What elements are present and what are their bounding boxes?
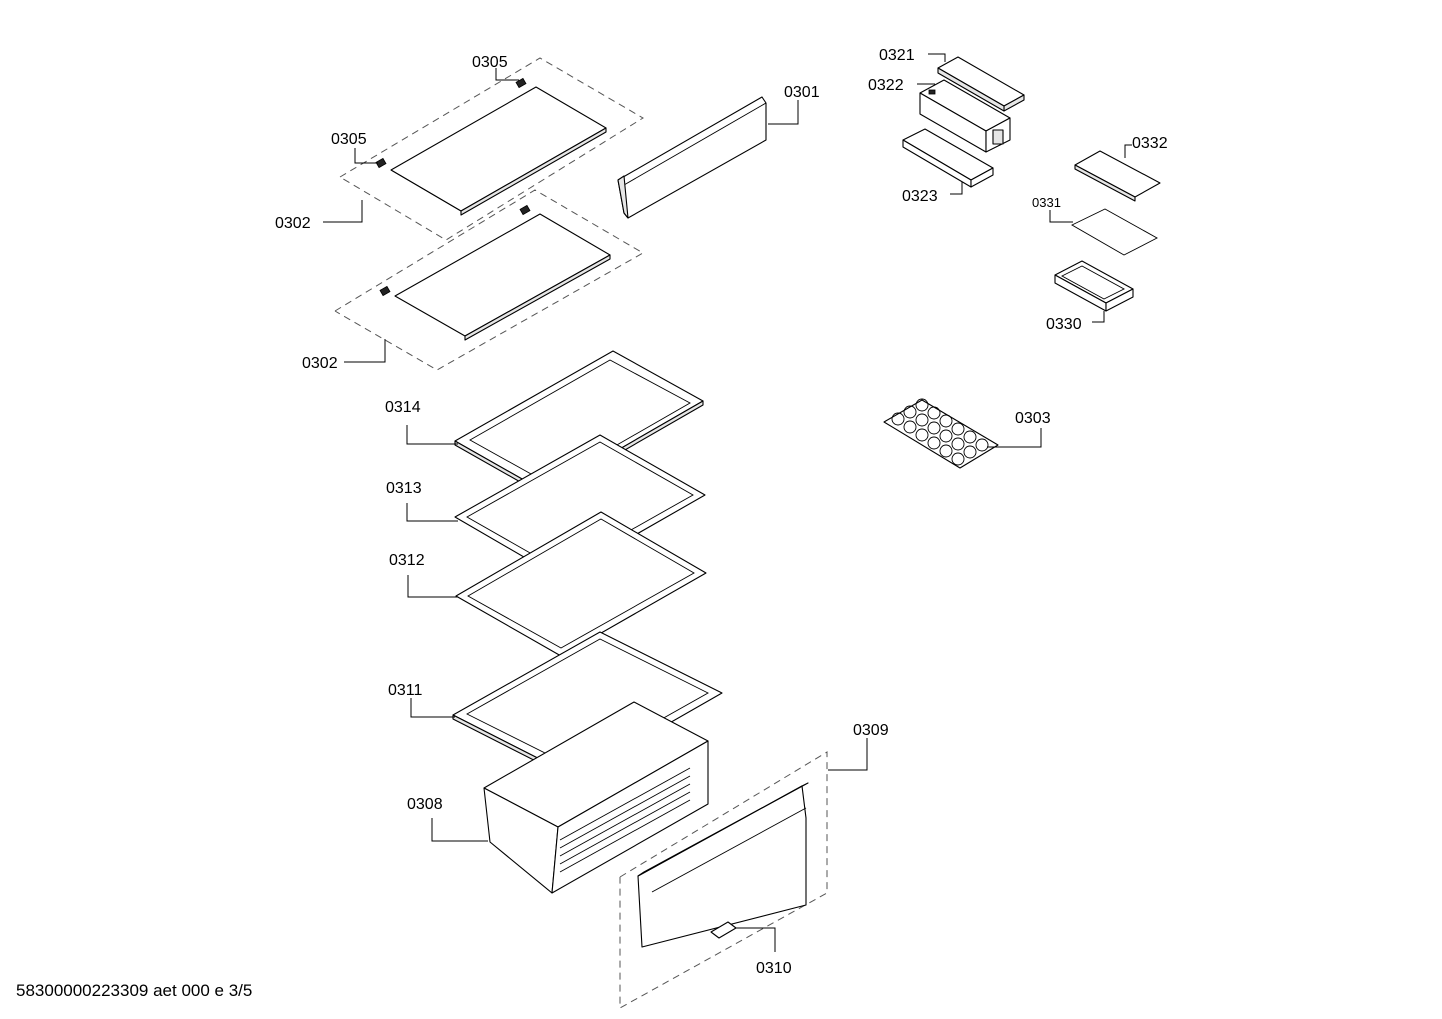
label-0323: 0323 bbox=[902, 188, 938, 205]
label-0302-lower: 0302 bbox=[302, 355, 338, 372]
shelf-frame-0312 bbox=[455, 511, 707, 657]
label-0332: 0332 bbox=[1132, 135, 1168, 152]
part-labels: 0305 0305 0302 0302 0301 0321 0322 0323 … bbox=[275, 47, 1168, 977]
label-0312: 0312 bbox=[389, 552, 425, 569]
glass-shelf-lower bbox=[334, 189, 645, 371]
label-0313: 0313 bbox=[386, 480, 422, 497]
label-0305-left: 0305 bbox=[331, 131, 367, 148]
label-0314: 0314 bbox=[385, 399, 421, 416]
label-0330: 0330 bbox=[1046, 316, 1082, 333]
label-0303: 0303 bbox=[1015, 410, 1051, 427]
shelf-front-trim bbox=[617, 96, 767, 219]
document-footer-code: 58300000223309 aet 000 e 3/5 bbox=[16, 981, 253, 1000]
label-0301: 0301 bbox=[784, 84, 820, 101]
drawer-front-panel bbox=[619, 751, 828, 1009]
label-0309: 0309 bbox=[853, 722, 889, 739]
leader-lines bbox=[323, 53, 1132, 952]
label-0305-top: 0305 bbox=[472, 54, 508, 71]
vegetable-drawer bbox=[483, 701, 709, 894]
label-0308: 0308 bbox=[407, 796, 443, 813]
small-compartment-parts bbox=[1054, 150, 1161, 312]
glass-shelf-upper bbox=[339, 57, 644, 241]
label-0310: 0310 bbox=[756, 960, 792, 977]
label-0321: 0321 bbox=[879, 47, 915, 64]
butter-compartment-parts bbox=[902, 56, 1025, 188]
label-0331: 0331 bbox=[1032, 195, 1061, 210]
label-0322: 0322 bbox=[868, 77, 904, 94]
label-0311: 0311 bbox=[388, 682, 423, 699]
label-0302-upper: 0302 bbox=[275, 215, 311, 232]
egg-tray bbox=[883, 398, 999, 469]
